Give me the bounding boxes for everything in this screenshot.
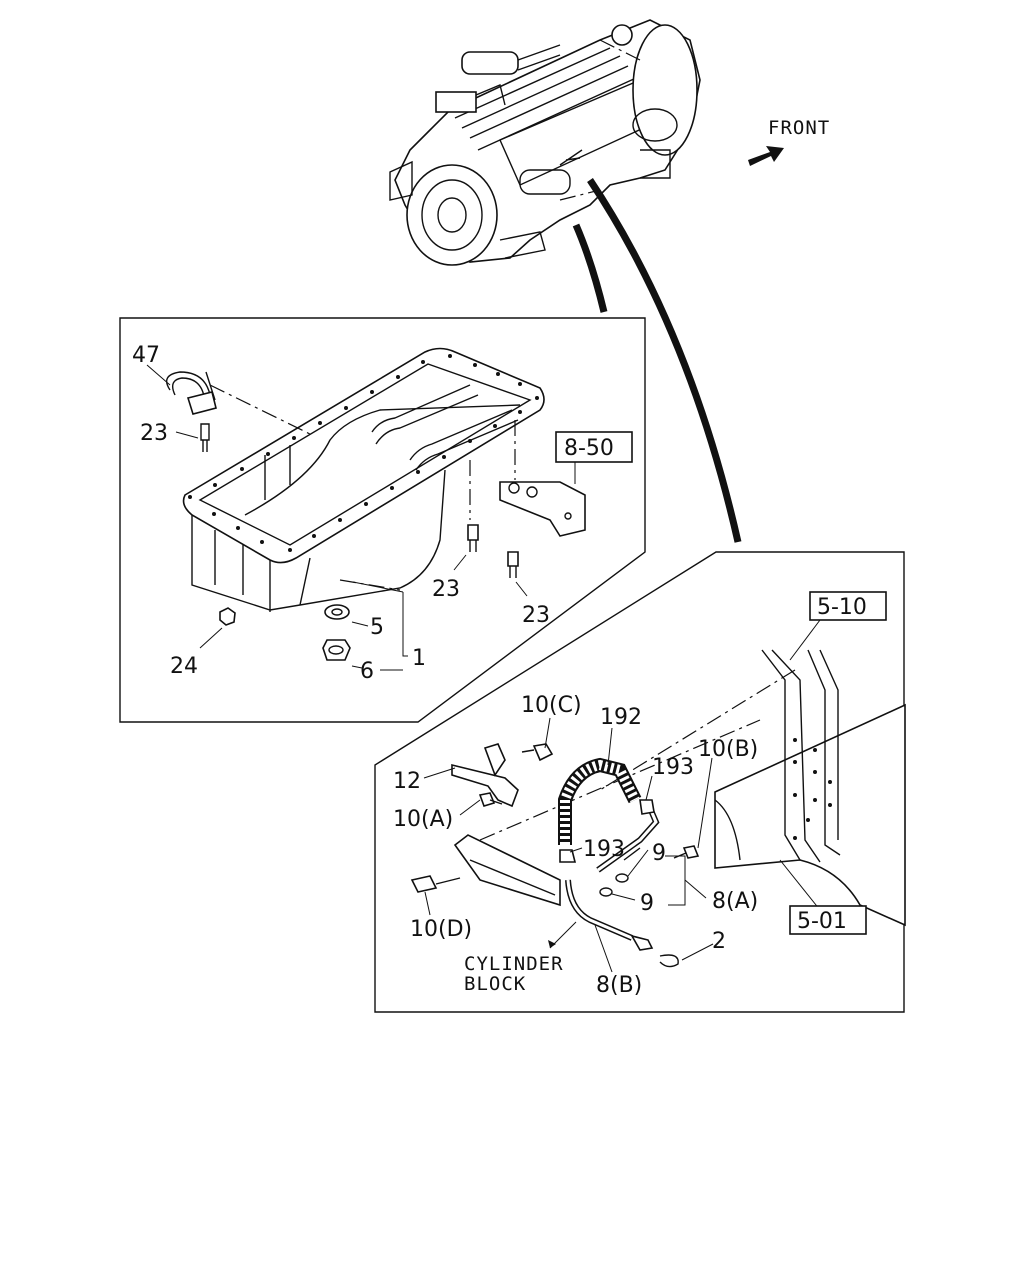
callout-24: 24 <box>170 654 198 679</box>
callout-23-upper: 23 <box>140 421 168 446</box>
callout-8a: 8(A) <box>712 889 758 914</box>
cylinder-block-label-line1: CYLINDER <box>464 953 564 975</box>
oil-gauge-tube-illustration <box>453 806 679 968</box>
callout-2: 2 <box>712 929 726 954</box>
callout-193-upper: 193 <box>652 755 694 780</box>
callout-9-lower: 9 <box>640 891 654 916</box>
lower-leader-lines <box>423 619 821 973</box>
callout-23-right: 23 <box>522 603 550 628</box>
detail-leader-arcs <box>572 178 742 543</box>
callout-8b: 8(B) <box>596 973 642 998</box>
upper-leader-lines <box>146 364 576 671</box>
support-bracket-illustration <box>499 481 586 537</box>
gauge-guide-bracket-illustration <box>410 743 700 893</box>
callout-9-upper: 9 <box>652 841 666 866</box>
callout-5-10: 5-10 <box>817 595 867 620</box>
oil-gauge-detail-frame: 5-10 10(C) 192 193 10(B) 12 10(A) 193 9 … <box>374 551 906 1013</box>
callout-8-50: 8-50 <box>564 436 614 461</box>
ref-box-8-50 <box>555 431 633 463</box>
cylinder-block-arrow-icon <box>548 940 556 948</box>
callout-47: 47 <box>132 343 160 368</box>
front-direction-indicator: FRONT <box>748 117 830 166</box>
callout-10a: 10(A) <box>393 807 453 832</box>
ref-box-5-01 <box>789 905 867 935</box>
engine-assembly-illustration <box>389 19 701 266</box>
callout-5: 5 <box>370 615 384 640</box>
oil-pan-illustration <box>182 347 545 612</box>
callout-10c: 10(C) <box>521 693 582 718</box>
ref-box-5-10 <box>809 591 887 621</box>
front-label: FRONT <box>768 117 830 139</box>
callout-10b: 10(B) <box>698 737 758 762</box>
cylinder-block-label-line2: BLOCK <box>464 973 526 995</box>
breather-hose-illustration <box>558 757 655 863</box>
callout-5-01: 5-01 <box>797 909 847 934</box>
front-arrow-icon <box>748 146 784 166</box>
callout-193-lower: 193 <box>583 837 625 862</box>
callout-192: 192 <box>600 705 642 730</box>
callout-6: 6 <box>360 659 374 684</box>
callout-10d: 10(D) <box>410 917 472 942</box>
callout-1: 1 <box>412 646 426 671</box>
callout-23-middle: 23 <box>432 577 460 602</box>
bolt-illustrations <box>467 524 519 578</box>
clamp-bracket-illustration <box>166 371 217 452</box>
oil-pan-detail-frame: 47 23 8-50 23 23 5 1 24 6 <box>119 317 646 723</box>
drain-plug-illustration <box>219 604 351 661</box>
callout-12: 12 <box>393 769 421 794</box>
